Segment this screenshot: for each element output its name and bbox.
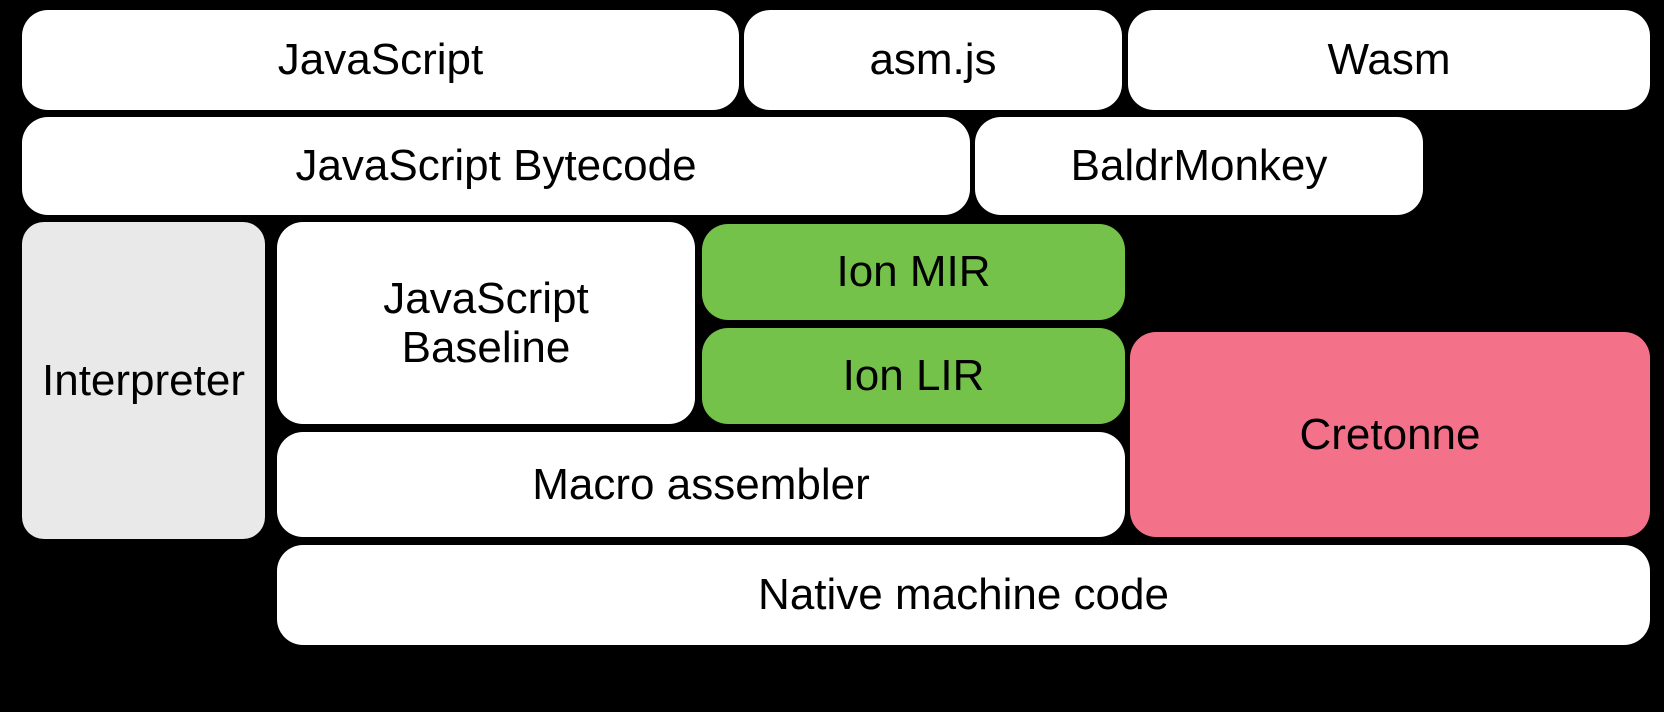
node-native-machine-code: Native machine code	[277, 545, 1650, 645]
node-javascript: JavaScript	[22, 10, 739, 110]
node-baldrmonkey: BaldrMonkey	[975, 117, 1423, 215]
node-ion-mir: Ion MIR	[702, 224, 1125, 320]
node-asm-js: asm.js	[744, 10, 1122, 110]
node-javascript-bytecode: JavaScript Bytecode	[22, 117, 970, 215]
node-wasm: Wasm	[1128, 10, 1650, 110]
node-interpreter: Interpreter	[22, 222, 265, 539]
node-cretonne: Cretonne	[1130, 332, 1650, 537]
node-macro-assembler: Macro assembler	[277, 432, 1125, 537]
node-ion-lir: Ion LIR	[702, 328, 1125, 424]
node-javascript-baseline: JavaScript Baseline	[277, 222, 695, 424]
